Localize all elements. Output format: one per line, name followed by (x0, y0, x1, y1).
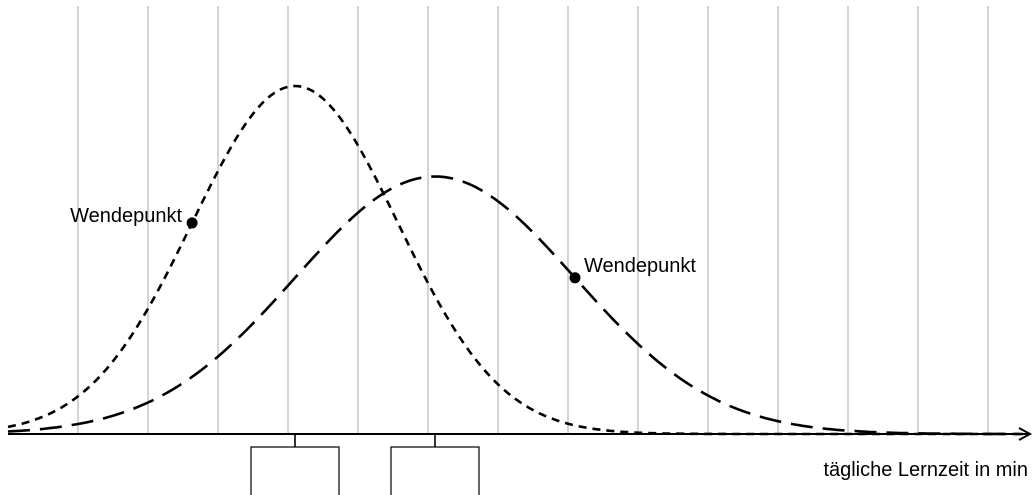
x-axis-label: tägliche Lernzeit in min (823, 459, 1028, 481)
density-curve-2 (7, 175, 1023, 436)
mean-ticks (294, 434, 436, 447)
answer-box[interactable] (250, 446, 340, 495)
x-axis-arrowhead (1018, 427, 1033, 441)
density-curves (7, 84, 1023, 436)
grid-lines (77, 6, 989, 434)
inflection-point-label: Wendepunkt (70, 205, 182, 227)
density-curve-1 (7, 84, 1023, 436)
inflection-point (186, 217, 198, 229)
inflection-point-label: Wendepunkt (584, 255, 696, 277)
answer-box[interactable] (390, 446, 480, 495)
answer-boxes (250, 446, 480, 495)
inflection-point (569, 272, 581, 284)
